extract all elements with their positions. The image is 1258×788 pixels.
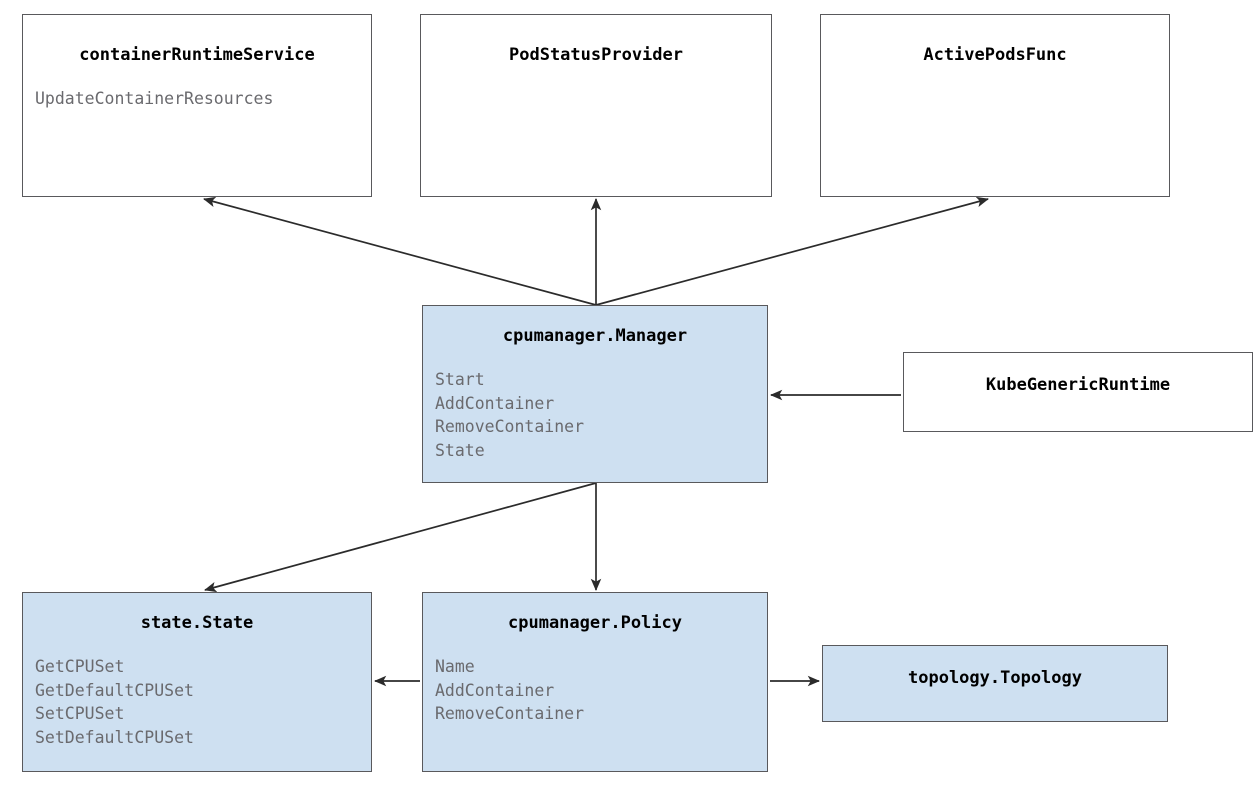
class-node-KubeGenericRuntime[interactable]: KubeGenericRuntime (903, 352, 1253, 432)
class-node-method: SetDefaultCPUSet (35, 727, 194, 747)
edge-manager-to-containerRuntimeService (203, 196, 597, 306)
edge-manager-to-activePodsFunc (595, 196, 989, 306)
edge-manager-to-stateState (204, 482, 597, 593)
class-node-method: AddContainer (435, 393, 555, 413)
class-node-title: containerRuntimeService (79, 45, 315, 65)
class-node-method: SetCPUSet (35, 704, 125, 723)
class-node-method: RemoveContainer (435, 704, 585, 723)
class-node-method: UpdateContainerResources (35, 89, 274, 108)
class-node-title: ActivePodsFunc (923, 45, 1067, 65)
class-node-method: Name (435, 657, 475, 676)
class-node-title: cpumanager.Manager (502, 326, 688, 346)
class-node-method: Start (435, 370, 485, 389)
class-node-title: KubeGenericRuntime (985, 375, 1171, 395)
class-node-PodStatusProvider[interactable]: PodStatusProvider (420, 14, 772, 197)
class-node-method: GetCPUSet (35, 657, 125, 676)
class-node-method: State (435, 440, 485, 460)
class-node-method: RemoveContainer (435, 417, 585, 436)
class-node-method: GetDefaultCPUSet (35, 680, 194, 700)
class-node-method-list: UpdateContainerResources (35, 87, 365, 111)
class-node-title: topology.Topology (908, 668, 1082, 688)
class-node-topologyTopology[interactable]: topology.Topology (822, 645, 1168, 722)
class-node-title: cpumanager.Policy (508, 613, 682, 633)
class-node-title: state.State (140, 613, 254, 633)
class-node-title: PodStatusProvider (509, 45, 683, 65)
class-node-ActivePodsFunc[interactable]: ActivePodsFunc (820, 14, 1170, 197)
class-node-method: AddContainer (435, 680, 555, 700)
